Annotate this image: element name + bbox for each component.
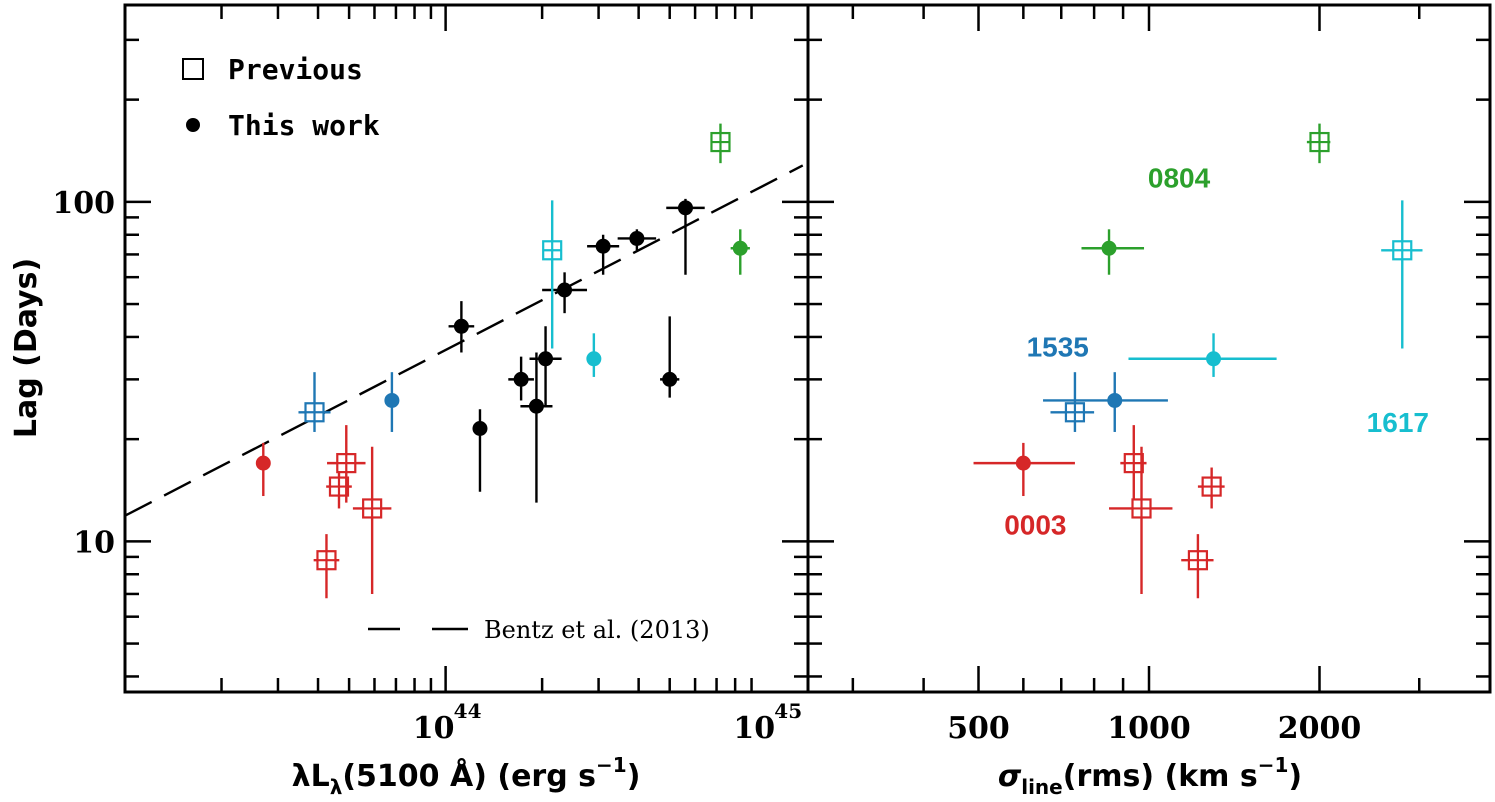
object-id-label: 1617 (1367, 407, 1429, 438)
left-data-point (472, 409, 488, 492)
right-data-point (1081, 229, 1145, 275)
legend-previous-label: Previous (228, 53, 363, 86)
x-tick-label: 500 (947, 711, 1010, 746)
right-data-point (1128, 333, 1277, 377)
object-id-label: 0804 (1148, 162, 1211, 193)
legend-this-work-label: This work (228, 109, 380, 142)
x-tick-label: 1000 (1107, 711, 1191, 746)
left-data-point (660, 316, 680, 398)
right-data-point (1043, 372, 1168, 432)
left-data-point (313, 534, 340, 599)
left-data-point (326, 467, 352, 509)
left-data-point (327, 425, 366, 503)
bentz-fit-line (124, 164, 804, 517)
left-data-point (448, 301, 475, 353)
filled-circle-marker (1101, 240, 1117, 256)
filled-circle-marker (662, 371, 678, 387)
left-x-axis-title: λLλ(5100 Å) (erg s−1) (292, 753, 641, 799)
right-data-point (1306, 123, 1331, 164)
filled-circle-marker (586, 351, 602, 367)
left-data-point (508, 356, 534, 401)
filled-circle-marker (557, 282, 573, 298)
right-data-point (973, 442, 1075, 497)
left-data-point (255, 442, 271, 497)
left-data-point (542, 272, 588, 314)
left-data-point (587, 234, 620, 275)
filled-circle-marker (629, 230, 645, 246)
left-data-point (529, 326, 562, 407)
left-data-point (384, 372, 400, 432)
filled-circle-marker (384, 392, 400, 408)
axis-titles: Lag (Days) λLλ(5100 Å) (erg s−1) σline(rms… (9, 258, 1302, 799)
legend-circle-marker (186, 118, 200, 132)
y-tick-label: 10 (73, 525, 115, 560)
right-data-point (1197, 467, 1225, 509)
left-data-point (617, 229, 657, 251)
filled-circle-marker (538, 351, 554, 367)
filled-circle-marker (528, 398, 544, 414)
left-data-point (352, 446, 392, 594)
filled-circle-marker (472, 420, 488, 436)
x-tick-exponent: 45 (774, 699, 802, 723)
right-plot-frame (806, 3, 1492, 694)
x-tick-exponent: 44 (454, 699, 482, 723)
left-data-point (666, 198, 705, 275)
left-data-point (298, 372, 331, 432)
filled-circle-marker (732, 240, 748, 256)
filled-circle-marker (1206, 351, 1222, 367)
object-id-label: 1535 (1027, 331, 1089, 362)
left-data-point (586, 333, 602, 377)
filled-circle-marker (513, 371, 529, 387)
filled-circle-marker (595, 238, 611, 254)
right-data-point (1181, 534, 1214, 599)
fit-legend-label: Bentz et al. (2013) (484, 616, 710, 644)
filled-circle-marker (677, 200, 693, 216)
x-tick-label: 2000 (1278, 711, 1362, 746)
left-data-point (520, 352, 553, 503)
y-axis-title: Lag (Days) (9, 258, 44, 438)
filled-circle-marker (453, 318, 469, 334)
object-id-label: 0003 (1004, 510, 1066, 541)
left-data-point (542, 200, 563, 349)
filled-circle-marker (1015, 455, 1031, 471)
left-data-point (710, 123, 731, 164)
right-x-axis-title: σline(rms) (km s−1) (998, 753, 1302, 799)
filled-circle-marker (1107, 392, 1123, 408)
right-data-point (1381, 200, 1423, 349)
right-panel-plot: 500 1000 2000 0804 1535 1617 0003 (806, 3, 1492, 746)
right-data-point (1050, 372, 1095, 432)
x-tick-label: 10 (733, 711, 775, 746)
y-tick-label: 100 (52, 186, 115, 221)
x-tick-label: 10 (413, 711, 455, 746)
filled-circle-marker (255, 455, 271, 471)
legend-square-marker (182, 58, 204, 80)
left-data-point (730, 229, 750, 275)
right-data-point (1109, 446, 1173, 594)
